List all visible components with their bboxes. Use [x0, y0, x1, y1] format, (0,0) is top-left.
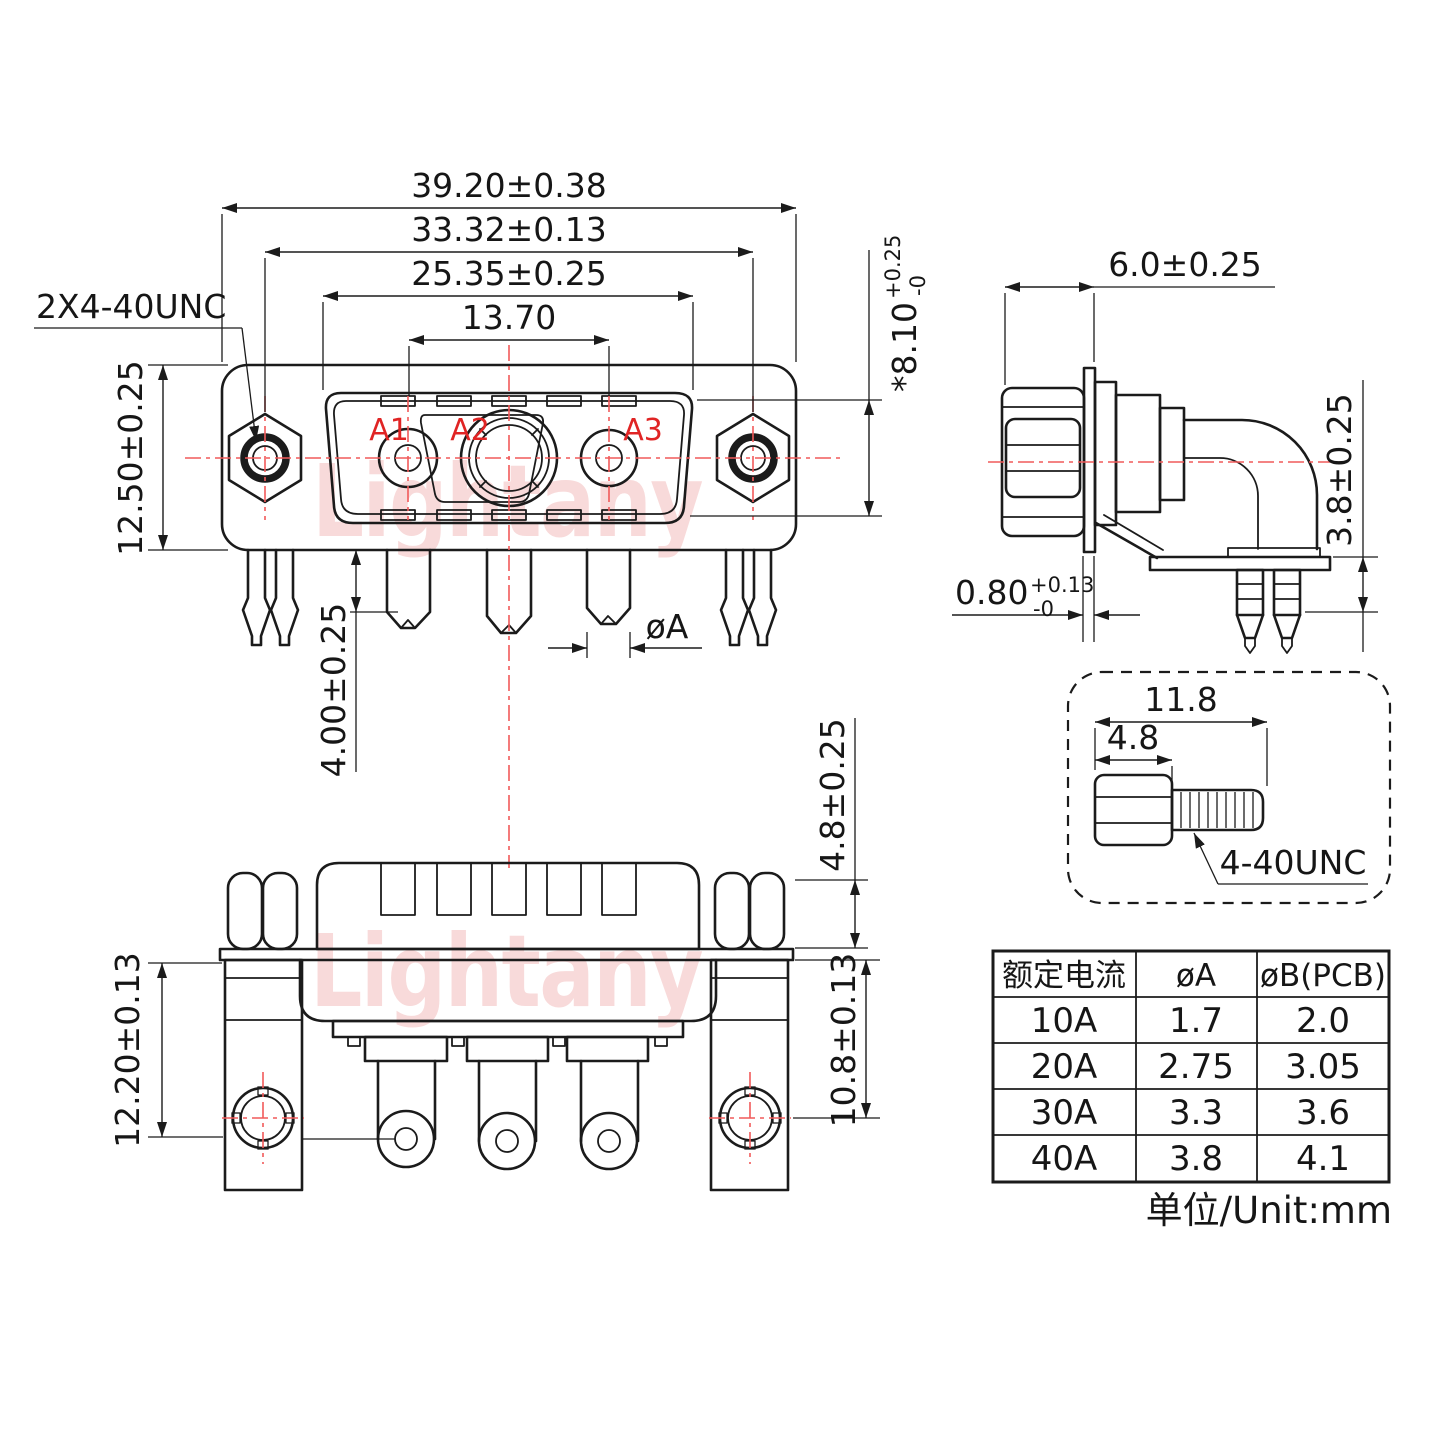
- cell-current-30a: 30A: [1031, 1093, 1098, 1133]
- dim-bracket-height: 12.20±0.13: [108, 952, 147, 1148]
- dim-depth: *8.10 +0.25 -0: [881, 235, 930, 392]
- dim-pin-length: 4.00±0.25: [314, 603, 353, 778]
- screw-detail-box: [1066, 670, 1392, 905]
- front-pins: [241, 548, 778, 647]
- side-flange: [1082, 366, 1097, 554]
- table-border: [991, 949, 1391, 1184]
- svg-text:+0.13: +0.13: [1030, 573, 1094, 597]
- dim-standoff: 3.8±0.25: [1320, 393, 1359, 547]
- cell-dia-a-40a: 3.8: [1169, 1139, 1223, 1179]
- side-bracket-plate: [1148, 555, 1332, 572]
- watermark-bottom: Lightany: [310, 913, 703, 1030]
- bottom-centerlines: [222, 1072, 791, 1164]
- cell-current-40a: 40A: [1031, 1139, 1098, 1179]
- dim-screw-length: 11.8: [1144, 680, 1217, 719]
- cell-dia-b-10a: 2.0: [1296, 1001, 1350, 1041]
- cell-dia-b-20a: 3.05: [1285, 1047, 1361, 1087]
- dim-screw-head: 4.8: [1107, 718, 1159, 757]
- dim-contact-span: 13.70: [462, 298, 556, 337]
- dim-nut-height: 4.8±0.25: [813, 718, 852, 872]
- front-dimensions: 39.20±0.38 33.32±0.13 25.35±0.25 13.70 1…: [34, 166, 930, 777]
- d-shell-inner: [333, 400, 685, 515]
- front-view: A1 A2 A3 39.20±0.38: [34, 166, 930, 868]
- cell-dia-a-10a: 1.7: [1169, 1001, 1223, 1041]
- screw-dimensions: 11.8 4.8 4-40UNC: [1094, 680, 1368, 885]
- bottom-dimensions: 12.20±0.13 4.8±0.25 10.8±0.13: [108, 718, 880, 1148]
- dim-overall-width: 39.20±0.38: [411, 166, 607, 205]
- table-row: 10A 1.7 2.0: [1031, 1001, 1350, 1041]
- svg-text:-0: -0: [1033, 597, 1054, 621]
- side-pins: [1235, 568, 1302, 654]
- front-centerlines: [185, 345, 845, 868]
- label-a3: A3: [623, 413, 663, 448]
- table-header-current: 额定电流: [1002, 958, 1126, 994]
- screw-threads: [1180, 792, 1254, 828]
- cell-current-10a: 10A: [1031, 1001, 1098, 1041]
- thread-callout: 2X4-40UNC: [36, 287, 226, 326]
- label-a2: A2: [450, 413, 490, 448]
- dim-shell-width: 25.35±0.25: [411, 254, 607, 293]
- bottom-view: 12.20±0.13 4.8±0.25 10.8±0.13: [108, 718, 880, 1192]
- table-header-dia-b: øB(PCB): [1260, 958, 1386, 994]
- spec-table: 额定电流 øA øB(PCB) 10A 1.7 2.0 20A 2.75 3.0…: [991, 949, 1392, 1232]
- side-dimensions: 6.0±0.25 3.8±0.25 0.80 +0.13 -0: [952, 245, 1378, 652]
- side-view: 6.0±0.25 3.8±0.25 0.80 +0.13 -0: [952, 245, 1378, 654]
- dim-mount-span: 33.32±0.13: [411, 210, 607, 249]
- dim-flange-thickness: 0.80 +0.13 -0: [955, 573, 1094, 621]
- svg-text:-0: -0: [906, 275, 930, 296]
- d-shell-outer: [324, 391, 694, 525]
- dim-height: 12.50±0.25: [111, 360, 150, 556]
- screw-head: [1093, 773, 1174, 847]
- dim-front-depth: 6.0±0.25: [1108, 245, 1262, 284]
- bottom-power-pins: [363, 1035, 650, 1171]
- unit-note: 单位/Unit:mm: [1146, 1189, 1392, 1232]
- bottom-shell-slots: [380, 862, 637, 916]
- cell-current-20a: 20A: [1031, 1047, 1098, 1087]
- cell-dia-a-30a: 3.3: [1169, 1093, 1223, 1133]
- table-header-dia-a: øA: [1176, 958, 1216, 994]
- table-row: 40A 3.8 4.1: [1031, 1139, 1350, 1179]
- side-elbow: [1182, 418, 1319, 551]
- svg-text:*8.10: *8.10: [885, 302, 924, 392]
- svg-text:0.80: 0.80: [955, 573, 1028, 612]
- side-jackscrew: [1004, 417, 1082, 499]
- screw-detail: 11.8 4.8 4-40UNC: [1066, 670, 1392, 905]
- cell-dia-b-40a: 4.1: [1296, 1139, 1350, 1179]
- screw-shank: [1170, 788, 1265, 832]
- screw-thread-callout: 4-40UNC: [1220, 843, 1367, 882]
- cell-dia-b-30a: 3.6: [1296, 1093, 1350, 1133]
- bottom-flange: [218, 947, 795, 962]
- svg-text:+0.25: +0.25: [881, 235, 905, 299]
- table-row: 20A 2.75 3.05: [1031, 1047, 1361, 1087]
- cell-dia-a-20a: 2.75: [1158, 1047, 1234, 1087]
- dim-body-height: 10.8±0.13: [824, 953, 863, 1128]
- dim-pin-dia: øA: [646, 607, 689, 646]
- label-a1: A1: [369, 413, 409, 448]
- table-header-row: 额定电流 øA øB(PCB): [1002, 958, 1386, 994]
- a2-trapezoid: [419, 414, 545, 503]
- table-row: 30A 3.3 3.6: [1031, 1093, 1350, 1133]
